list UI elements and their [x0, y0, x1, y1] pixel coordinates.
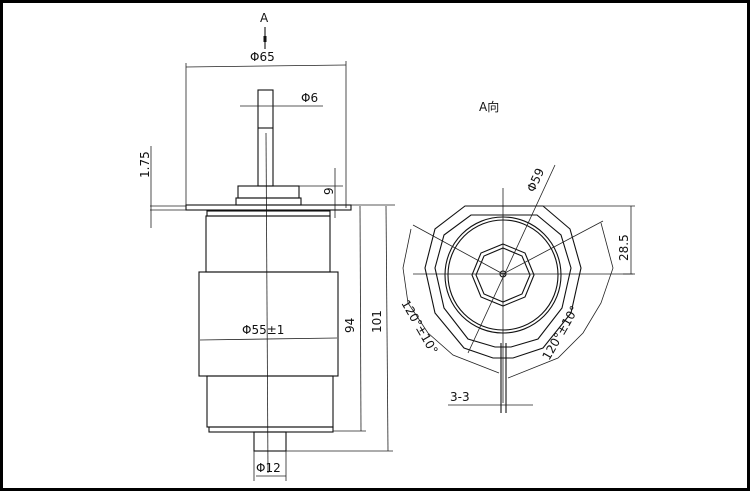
shaft: [257, 89, 274, 187]
dim-shaft-diameter: Φ6: [301, 91, 318, 105]
view-arrow-head: [263, 36, 267, 42]
dim-slot-width: 3-3: [450, 390, 470, 404]
angle-arc-left: [402, 228, 500, 374]
centerline: [265, 132, 269, 474]
dim-body-diameter: Φ55±1: [242, 323, 284, 337]
hub: [237, 185, 300, 199]
dim-flange-thickness: 1.75: [138, 151, 152, 178]
dim-total-length: 101: [370, 310, 384, 333]
inner-ring: [444, 216, 562, 334]
upper-body: [205, 215, 331, 273]
dim-hub-height: 9: [322, 187, 336, 195]
end-view: A向 3-3 Φ59 28.5 120°±10° 120°±10°: [398, 99, 635, 413]
dim-angle-right: 120°±10°: [539, 303, 581, 362]
dim-offset: 28.5: [617, 234, 631, 261]
bottom-stub: [253, 431, 287, 452]
end-view-title: A向: [479, 99, 499, 114]
dim-bottom-stub-diameter: Φ12: [256, 461, 281, 475]
technical-drawing: A Φ65 Φ6 9 1.75 Φ55±1: [138, 11, 635, 481]
angle-arc-right: [507, 222, 614, 379]
lower-body: [206, 375, 334, 428]
dim-body-length: 94: [343, 318, 357, 333]
flange-plate: [185, 204, 352, 211]
view-arrow-label: A: [260, 11, 269, 25]
side-view: A Φ65 Φ6 9 1.75 Φ55±1: [138, 11, 395, 481]
dim-angle-left: 120°±10°: [398, 298, 440, 357]
outer-polygon: [424, 205, 582, 359]
dim-outer-diameter: Φ65: [250, 50, 275, 64]
